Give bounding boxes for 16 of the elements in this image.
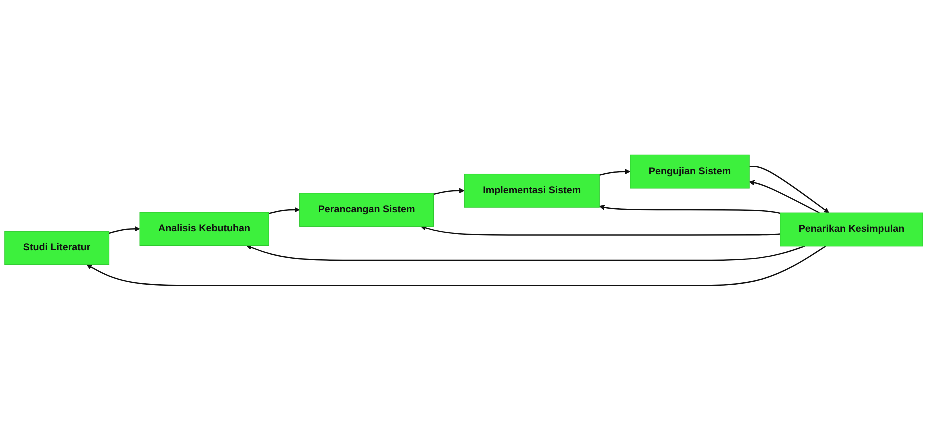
node-box: Studi Literatur xyxy=(4,231,110,266)
node-box: Analisis Kebutuhan xyxy=(140,212,270,246)
node-box: Pengujian Sistem xyxy=(630,154,750,189)
node-box: Penarikan Kesimpulan xyxy=(780,212,924,247)
arrow xyxy=(599,169,631,176)
node-box: Perancangan Sistem xyxy=(300,193,434,227)
arrow xyxy=(749,180,820,214)
arrow xyxy=(268,207,300,214)
arrow xyxy=(434,188,465,196)
arrow xyxy=(109,226,140,234)
arrow xyxy=(599,204,780,214)
arrow xyxy=(86,246,826,286)
node-box: Implementasi Sistem xyxy=(464,174,600,208)
arrow xyxy=(420,226,780,236)
arrow xyxy=(750,166,830,214)
arrow xyxy=(246,245,806,262)
